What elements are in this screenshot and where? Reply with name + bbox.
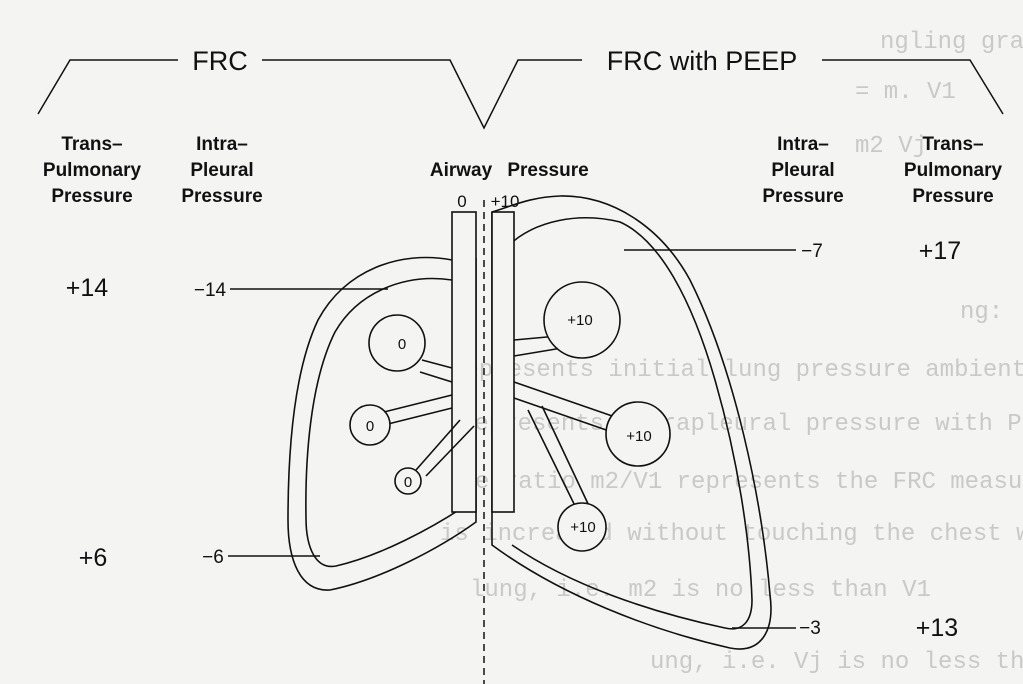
left-transpulmonary-top: +14: [66, 274, 109, 302]
header-line: Pulmonary: [43, 160, 142, 181]
left-lung: [287, 256, 477, 591]
left-bronchi: [383, 359, 475, 477]
right-alveolus-lower: [557, 502, 607, 552]
bg-line-5: represents initial lung pressure ambient…: [450, 357, 1023, 384]
right-intra-header: Intra– Pleural Pressure: [762, 134, 843, 207]
right-transpulmonary-top: +17: [919, 237, 961, 265]
left-bronchus-middle: [383, 394, 453, 425]
left-alveolus-pressure: 0: [366, 418, 374, 435]
header-line: Pressure: [762, 186, 843, 207]
bg-line-4: ng:: [960, 299, 1003, 326]
right-lung-outer-outline: [491, 195, 772, 650]
header-line: Pressure: [51, 186, 132, 207]
header-line: Pulmonary: [904, 160, 1003, 181]
left-intra-header: Intra– Pleural Pressure: [181, 134, 262, 207]
header-line: Intra–: [777, 134, 829, 155]
bg-line-2: = m. V1: [855, 79, 956, 106]
right-lung-inner-outline: [507, 217, 753, 630]
left-bronchus-lower: [415, 419, 475, 477]
left-alveolus-pressure: 0: [398, 336, 406, 353]
bg-line-7: e ratio m2/V1 represents the FRC measure…: [475, 469, 1023, 496]
header-line: Trans–: [61, 134, 122, 155]
left-trans-header: Trans– Pulmonary Pressure: [43, 134, 142, 207]
right-transpulmonary-bottom: +13: [916, 614, 958, 642]
header-line: Intra–: [196, 134, 248, 155]
airway-pressure-peep: +10: [491, 192, 520, 211]
header-brackets: [37, 59, 1004, 130]
bg-line-8: is increased without touching the chest …: [440, 521, 1023, 548]
trachea-right: [491, 211, 515, 513]
bg-line-1: ngling gradient:: [880, 29, 1023, 56]
right-intrapleural-top: −7: [801, 241, 823, 262]
right-lung: [491, 195, 772, 650]
bg-line-3: m2 Vj: [855, 133, 927, 160]
trachea-left: [451, 211, 477, 513]
header-line: Trans–: [922, 134, 983, 155]
right-trans-header: Trans– Pulmonary Pressure: [904, 134, 1003, 207]
left-alveolus-lower: [394, 467, 422, 495]
right-alveolus-pressure: +10: [626, 428, 651, 445]
left-alveoli: [349, 314, 426, 495]
bg-line-10: ung, i.e. Vj is no less than V1.: [650, 649, 1023, 676]
right-alveolus-upper: [543, 281, 621, 359]
right-intrapleural-bottom: −3: [799, 618, 821, 639]
right-alveoli: [543, 281, 671, 552]
left-intrapleural-top: −14: [194, 280, 227, 301]
left-alveolus-middle: [349, 404, 391, 446]
pressure-label: Pressure: [507, 160, 588, 181]
right-alveolus-pressure: +10: [570, 519, 595, 536]
leader-lines: [228, 249, 796, 629]
left-transpulmonary-bottom: +6: [79, 544, 108, 572]
header-line: Pleural: [771, 160, 834, 181]
right-bronchi: [513, 335, 619, 513]
background-text: ngling gradient: = m. V1 m2 Vj ng: repre…: [440, 29, 1023, 676]
header-line: Pressure: [181, 186, 262, 207]
bg-line-9: lung, i.e. m2 is no less than V1: [470, 577, 931, 604]
right-bronchus-lower: [527, 405, 591, 513]
peep-bracket-right: [822, 59, 1004, 115]
trachea: [451, 211, 515, 513]
title-frc-with-peep: FRC with PEEP: [607, 46, 798, 76]
right-alveolus-pressure: +10: [567, 312, 592, 329]
left-lung-inner-outline: [305, 277, 466, 568]
airway-pressure-frc: 0: [457, 192, 466, 211]
airway-label: Airway: [430, 160, 493, 181]
left-alveolus-upper: [368, 314, 426, 372]
frc-bracket-left: [37, 59, 178, 115]
left-intrapleural-bottom: −6: [202, 547, 224, 568]
left-bronchus-upper: [419, 359, 453, 383]
right-alveolus-middle: [605, 401, 671, 467]
header-line: Pressure: [912, 186, 993, 207]
left-lung-outer-outline: [287, 256, 477, 591]
title-frc: FRC: [192, 46, 248, 76]
left-alveolus-pressure: 0: [404, 474, 412, 491]
right-bronchus-middle: [513, 381, 619, 433]
header-line: Pleural: [190, 160, 253, 181]
bracket-center: [262, 59, 582, 130]
